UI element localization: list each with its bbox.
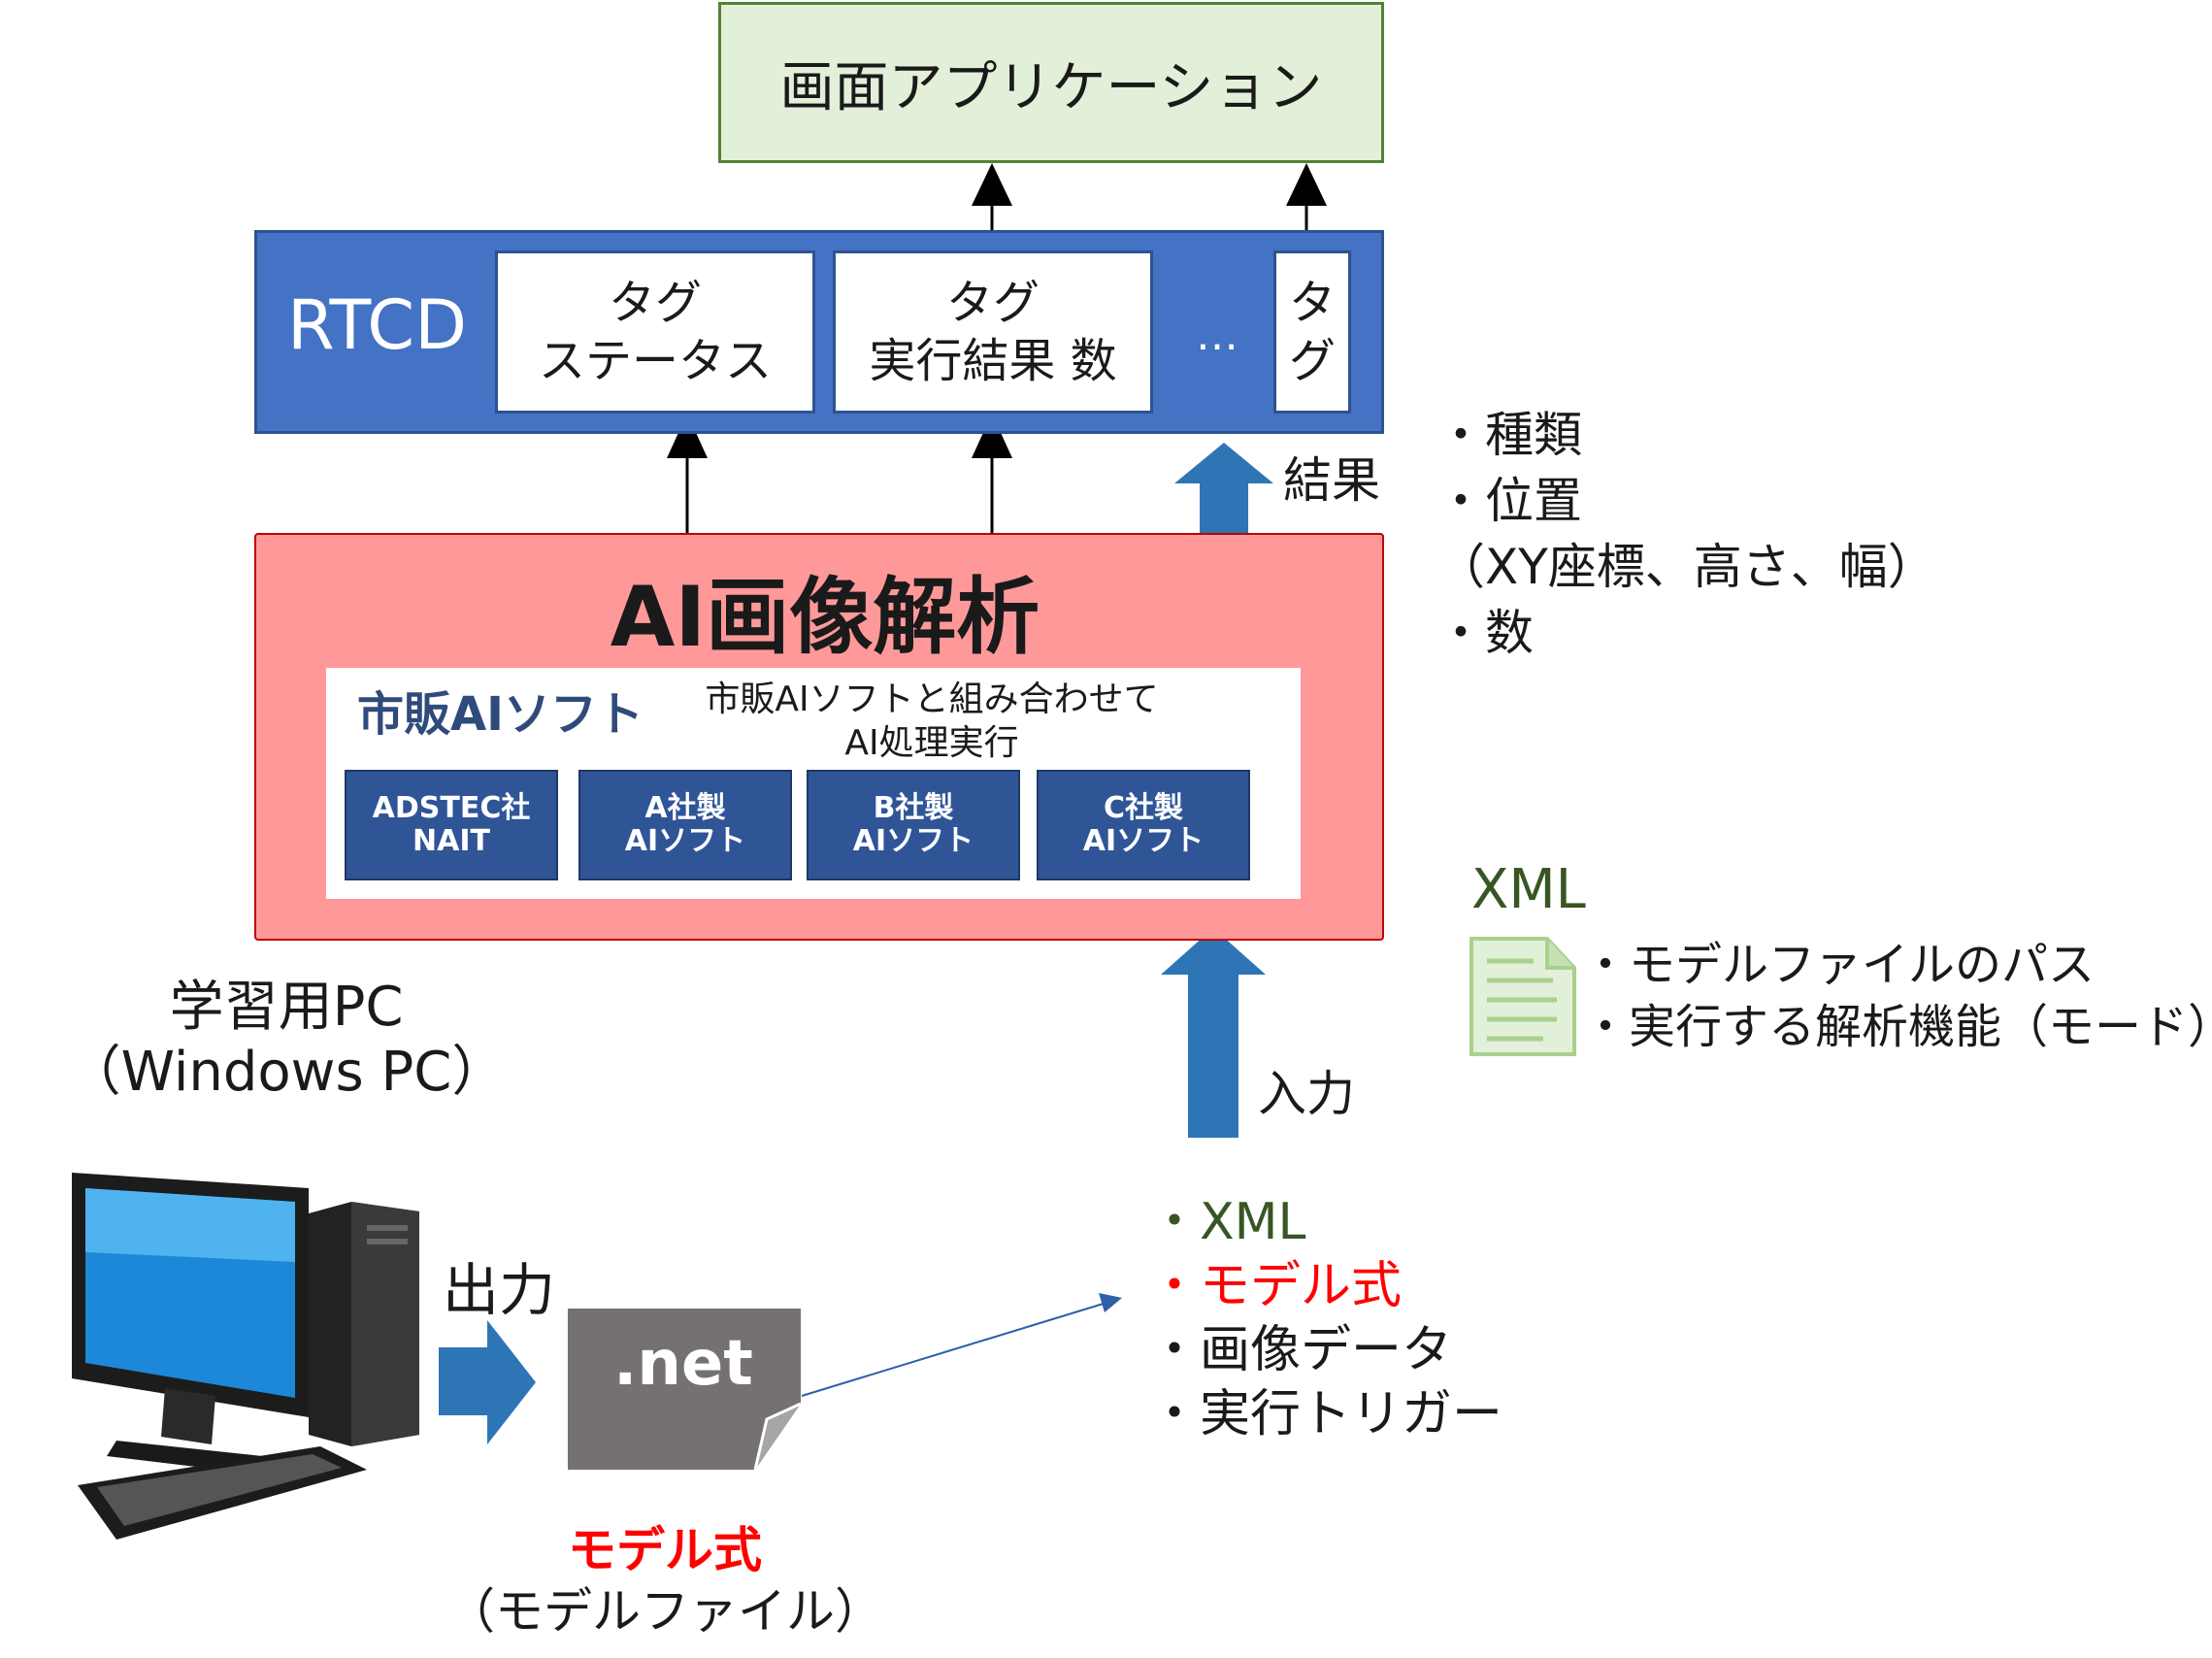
- input-item-xml: ・XML: [1149, 1193, 1306, 1251]
- tag-status-line1: タグ: [608, 276, 702, 330]
- xml-item-analysis-mode: ・実行する解析機能（モード）: [1582, 1000, 2212, 1054]
- commercial-ai-software-description: 市販AIソフトと組み合わせて AI処理実行: [679, 678, 1184, 765]
- vendor-box-a: A社製 AIソフト: [578, 770, 792, 880]
- vendor-a-line1: A社製: [644, 790, 726, 825]
- vendor-box-b: B社製 AIソフト: [807, 770, 1020, 880]
- xml-info-list: ・モデルファイルのパス ・実行する解析機能（モード）: [1582, 934, 2212, 1058]
- xml-document-icon: [1469, 937, 1576, 1056]
- result-item-position-detail: （XY座標、高さ、幅）: [1436, 539, 1936, 595]
- output-arrow: [439, 1320, 536, 1444]
- result-list: ・種類 ・位置 （XY座標、高さ、幅） ・数: [1436, 402, 1936, 666]
- net-file-icon: [568, 1309, 802, 1471]
- description-line2: AI処理実行: [844, 723, 1019, 763]
- training-pc-label: 学習用PC （Windows PC）: [58, 975, 514, 1105]
- model-sublabel: （モデルファイル）: [446, 1582, 883, 1640]
- input-arrow: [1161, 928, 1266, 1138]
- rtcd-bar: [254, 230, 1384, 434]
- tag-narrow-line2: グ: [1288, 334, 1336, 388]
- screen-application-box: 画面アプリケーション: [718, 2, 1384, 163]
- input-item-trigger: ・実行トリガー: [1149, 1385, 1503, 1443]
- result-label: 結果: [1283, 452, 1380, 509]
- vendor-c-line1: C社製: [1103, 790, 1184, 825]
- tag-narrow-line1: タ: [1288, 276, 1336, 330]
- vendor-b-line2: AIソフト: [852, 824, 974, 858]
- vendor-a-line2: AIソフト: [624, 824, 746, 858]
- vendor-adstec-line2: NAIT: [413, 824, 490, 858]
- result-item-type: ・種類: [1436, 407, 1582, 463]
- arrow-ai-to-tag-result: [972, 414, 1012, 533]
- commercial-ai-software-title: 市販AIソフト: [357, 687, 644, 742]
- rtcd-label: RTCD: [287, 285, 467, 365]
- input-items-list: ・XML ・モデル式 ・画像データ ・実行トリガー: [1149, 1190, 1502, 1446]
- vendor-box-c: C社製 AIソフト: [1037, 770, 1250, 880]
- xml-item-model-path: ・モデルファイルのパス: [1582, 938, 2096, 992]
- input-label: 入力: [1258, 1066, 1355, 1122]
- output-label: 出力: [443, 1257, 556, 1323]
- result-item-position: ・位置: [1436, 473, 1582, 529]
- vendor-b-line1: B社製: [873, 790, 954, 825]
- result-item-count: ・数: [1436, 605, 1534, 661]
- training-pc-line2: （Windows PC）: [66, 1041, 507, 1105]
- net-file-label: .net: [613, 1328, 753, 1400]
- input-item-model: ・モデル式: [1149, 1257, 1403, 1315]
- arrow-net-to-input-list: [801, 1293, 1122, 1397]
- ai-image-analysis-title: AI画像解析: [610, 569, 1040, 666]
- description-line1: 市販AIソフトと組み合わせて: [705, 680, 1159, 719]
- tag-box-narrow: タ グ: [1273, 250, 1351, 414]
- tag-result-line2: 実行結果 数: [869, 334, 1117, 388]
- tag-result-line1: タグ: [945, 276, 1040, 330]
- input-item-image-data: ・画像データ: [1149, 1321, 1453, 1379]
- arrow-ai-to-tag-status: [667, 414, 708, 533]
- vendor-c-line2: AIソフト: [1082, 824, 1205, 858]
- model-file-caption: モデル式 （モデルファイル）: [446, 1520, 883, 1641]
- model-label: モデル式: [568, 1522, 762, 1578]
- tag-result-count-box: タグ 実行結果 数: [833, 250, 1153, 414]
- vendor-box-adstec: ADSTEC社 NAIT: [345, 770, 558, 880]
- tag-ellipsis: …: [1196, 311, 1238, 360]
- screen-application-label: 画面アプリケーション: [779, 55, 1323, 119]
- tag-status-line2: ステータス: [538, 334, 772, 388]
- vendor-adstec-line1: ADSTEC社: [372, 790, 531, 825]
- tag-status-box: タグ ステータス: [495, 250, 815, 414]
- xml-heading: XML: [1471, 858, 1586, 921]
- training-pc-line1: 学習用PC: [169, 976, 404, 1039]
- desktop-computer-icon: [72, 1173, 419, 1540]
